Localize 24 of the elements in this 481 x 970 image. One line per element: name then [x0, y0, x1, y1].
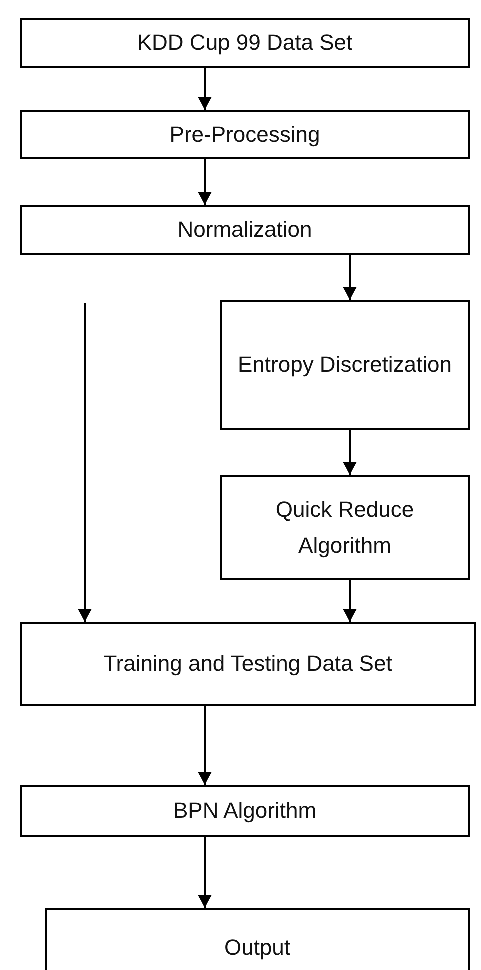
arrow	[78, 303, 92, 622]
box-label: Output	[224, 934, 291, 962]
box-label: KDD Cup 99 Data Set	[137, 29, 353, 58]
box-label: BPN Algorithm	[173, 797, 317, 826]
process-box	[20, 110, 470, 159]
process-box	[20, 205, 470, 255]
arrow	[198, 159, 212, 205]
box-label: Pre-Processing	[170, 120, 320, 149]
box-label: Quick Reduce Algorithm	[274, 496, 416, 560]
box-label: Normalization	[178, 216, 312, 244]
box-label: Training and Testing Data Set	[104, 650, 392, 678]
box-label: Entropy Discretization	[238, 351, 452, 380]
arrow	[198, 68, 212, 110]
process-box	[220, 475, 470, 580]
process-box	[20, 622, 476, 706]
process-box	[20, 785, 470, 837]
arrow	[198, 837, 212, 908]
arrow	[343, 255, 357, 300]
arrow	[343, 580, 357, 622]
process-box	[220, 300, 470, 430]
process-box	[45, 908, 470, 970]
process-box	[20, 18, 470, 68]
arrow	[343, 430, 357, 475]
arrow	[198, 706, 212, 785]
